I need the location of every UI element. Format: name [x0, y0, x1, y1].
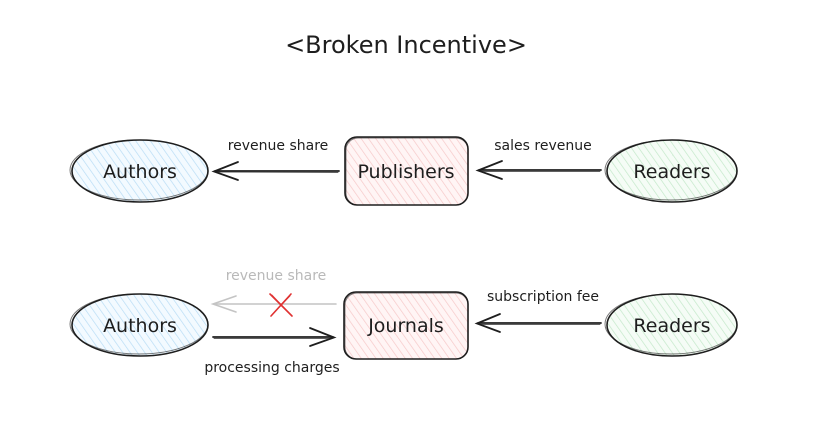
readers-label-row-1: Readers	[633, 161, 710, 183]
arrow-publishers-to-authors	[211, 161, 340, 181]
journals-label: Journals	[367, 315, 444, 337]
readers-node-row-1: Readers	[604, 139, 738, 203]
edge-label-revenue-share-broken: revenue share	[226, 268, 327, 284]
readers-node-row-2: Readers	[604, 293, 738, 357]
journals-node: Journals	[343, 291, 469, 360]
authors-label-row-1: Authors	[103, 161, 177, 183]
arrow-readers-to-journals	[474, 313, 602, 333]
authors-node-row-2: Authors	[69, 293, 209, 357]
arrow-authors-to-journals	[212, 327, 337, 347]
authors-label-row-2: Authors	[103, 315, 177, 337]
publishers-label: Publishers	[357, 161, 454, 183]
publishers-node: Publishers	[344, 136, 469, 206]
authors-node-row-1: Authors	[69, 139, 209, 203]
cross-icon	[269, 293, 293, 317]
edge-label-subscription-fee: subscription fee	[487, 289, 599, 305]
edge-label-processing-charges: processing charges	[204, 360, 339, 376]
arrow-readers-to-publishers	[475, 160, 602, 180]
diagram-title: <Broken Incentive>	[285, 31, 527, 59]
edge-label-sales-revenue: sales revenue	[494, 138, 591, 154]
row-1: Authors Publishers Readers revenue share	[69, 136, 738, 206]
broken-arrow-revenue-share	[210, 295, 337, 313]
readers-label-row-2: Readers	[633, 315, 710, 337]
edge-label-revenue-share-row-1: revenue share	[228, 138, 329, 154]
row-2: Authors Journals Readers revenue share	[69, 268, 738, 376]
